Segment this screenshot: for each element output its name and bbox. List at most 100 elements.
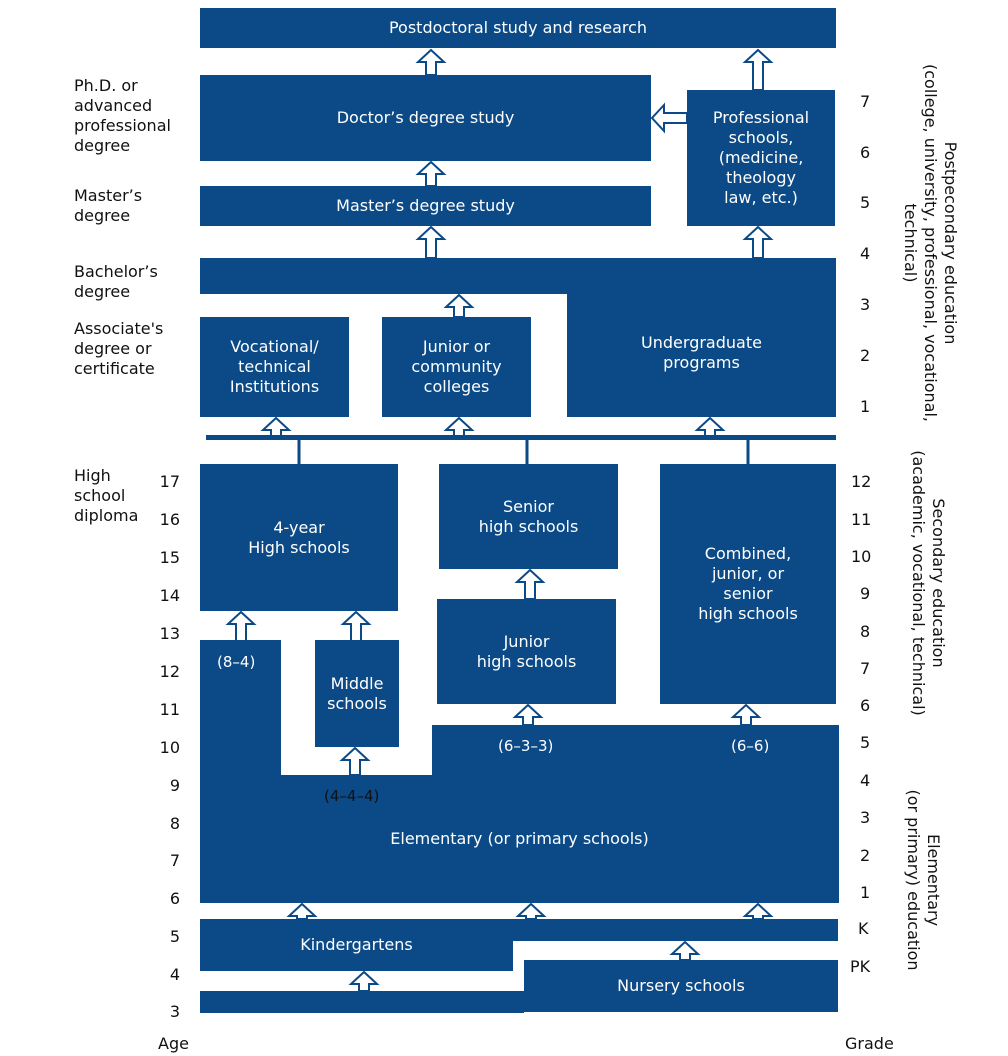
grade-tick: 12 (851, 472, 872, 491)
up-arrow-icon (512, 703, 544, 726)
pattern-6-6-label: (6–6) (731, 737, 770, 755)
age-tick: 8 (169, 814, 180, 833)
up-arrow-icon (415, 48, 447, 76)
up-arrow-icon (514, 568, 546, 600)
masters-degree-block: Master’s degree study (200, 186, 651, 226)
professional-schools-block: Professional schools, (medicine, theolog… (687, 90, 835, 226)
grade-tick: 8 (860, 622, 871, 641)
age-axis-label: Age (158, 1034, 189, 1053)
grade-tick: 3 (860, 808, 871, 827)
up-arrow-icon (515, 902, 547, 920)
pattern-4-4-4-label: (4–4–4) (324, 787, 380, 805)
degree-bachelors-label: Bachelor’s degree (74, 262, 158, 301)
age-tick: 14 (159, 586, 180, 605)
grade-tick: 4 (860, 244, 871, 263)
grade-tick: 9 (860, 584, 871, 603)
grade-tick: 2 (860, 846, 871, 865)
age-tick: 4 (169, 965, 180, 984)
grade-tick: 11 (851, 510, 872, 529)
left-arrow-icon (650, 102, 688, 134)
grade-tick: 7 (860, 659, 871, 678)
undergraduate-block: Undergraduate programs (567, 258, 836, 417)
degree-associate-label: Associate's degree or certificate (74, 319, 164, 378)
nursery-left-bar (200, 991, 524, 1013)
age-tick: 12 (159, 662, 180, 681)
degree-phd-label: Ph.D. or advanced professional degree (74, 76, 171, 155)
up-arrow-icon (339, 746, 371, 776)
age-tick: 17 (159, 472, 180, 491)
age-tick: 7 (169, 851, 180, 870)
up-arrow-icon (415, 225, 447, 259)
middle-schools-block: Middle schools (315, 640, 399, 747)
junior-hs-label: Junior high schools (476, 631, 577, 671)
senior-hs-label: Senior high schools (478, 496, 579, 536)
pattern-8-4-label: (8–4) (217, 653, 256, 671)
up-arrow-icon (260, 416, 292, 437)
grade-tick: 6 (860, 696, 871, 715)
doctor-degree-block: Doctor’s degree study (200, 75, 651, 161)
grade-tick: 7 (860, 92, 871, 111)
junior-college-block: Junior or community colleges (382, 317, 531, 417)
age-tick: 15 (159, 548, 180, 567)
up-arrow-icon (286, 902, 318, 920)
up-arrow-icon (443, 416, 475, 437)
undergraduate-label: Undergraduate programs (641, 332, 762, 372)
middle-schools-label: Middle schools (327, 673, 387, 713)
elementary-left-column (200, 640, 281, 780)
up-arrow-icon (730, 703, 762, 726)
grade-tick: PK (850, 957, 871, 976)
grade-tick: K (858, 919, 869, 938)
junior-hs-block: Junior high schools (437, 599, 616, 704)
age-tick: 9 (169, 776, 180, 795)
grade-tick: 5 (860, 733, 871, 752)
pattern-6-3-3-label: (6–3–3) (498, 737, 554, 755)
masters-degree-label: Master’s degree study (336, 196, 515, 215)
professional-schools-label: Professional schools, (medicine, theolog… (712, 108, 810, 207)
doctor-degree-label: Doctor’s degree study (336, 108, 515, 127)
senior-hs-block: Senior high schools (439, 464, 618, 569)
grade-tick: 10 (851, 547, 872, 566)
kindergarten-block: Kindergartens (200, 919, 513, 971)
grade-tick: 5 (860, 193, 871, 212)
up-arrow-icon (340, 610, 372, 642)
kindergarten-label: Kindergartens (300, 935, 413, 954)
grade-tick: 3 (860, 295, 871, 314)
postdoctoral-block: Postdoctoral study and research (200, 8, 836, 48)
vocational-label: Vocational/ technical Institutions (229, 337, 320, 396)
up-arrow-icon (443, 293, 475, 318)
separator-line (206, 435, 836, 440)
up-arrow-icon (742, 902, 774, 920)
age-tick: 10 (159, 738, 180, 757)
up-arrow-icon (742, 48, 774, 91)
grade-tick: 1 (860, 397, 871, 416)
elementary-block: Elementary (or primary schools) (200, 775, 839, 903)
vocational-block: Vocational/ technical Institutions (200, 317, 349, 417)
up-arrow-icon (694, 416, 726, 437)
up-arrow-icon (348, 970, 380, 992)
postdoctoral-label: Postdoctoral study and research (388, 18, 648, 37)
age-tick: 13 (159, 624, 180, 643)
four-year-hs-label: 4-year High schools (248, 517, 350, 557)
combined-hs-label: Combined, junior, or senior high schools (698, 544, 798, 623)
grade-axis-label: Grade (845, 1034, 894, 1053)
grade-tick: 4 (860, 771, 871, 790)
elementary-label: Elementary (or primary schools) (390, 829, 649, 848)
junior-college-label: Junior or community colleges (411, 337, 502, 396)
age-tick: 5 (169, 927, 180, 946)
age-tick: 16 (159, 510, 180, 529)
age-tick: 11 (159, 700, 180, 719)
grade-tick: 2 (860, 346, 871, 365)
age-tick: 3 (169, 1002, 180, 1021)
nursery-label: Nursery schools (617, 976, 745, 995)
kindergarten-right-bar (513, 919, 838, 941)
nursery-block: Nursery schools (524, 960, 838, 1012)
up-arrow-icon (225, 610, 257, 642)
up-arrow-icon (742, 225, 774, 259)
up-arrow-icon (415, 160, 447, 187)
grade-tick: 1 (860, 883, 871, 902)
degree-masters-label: Master’s degree (74, 186, 143, 225)
four-year-hs-block: 4-year High schools (200, 464, 398, 611)
up-arrow-icon (669, 940, 701, 961)
